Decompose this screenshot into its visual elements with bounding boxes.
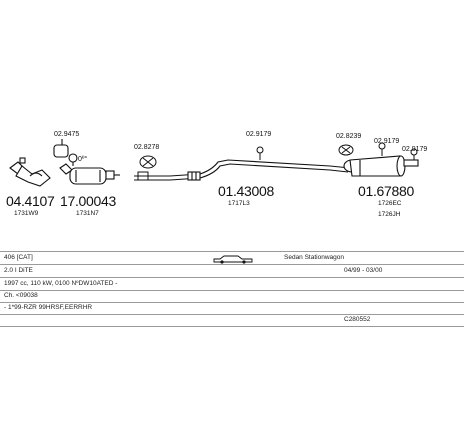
car-icon <box>213 255 253 264</box>
clamp-part-2 <box>338 144 354 156</box>
code-ring: 0º° <box>78 156 88 163</box>
hanger-part-2 <box>378 142 386 156</box>
table-divider <box>0 326 464 327</box>
rear-silencer-part <box>343 155 419 177</box>
table-divider <box>0 302 464 303</box>
chassis-number: Ch. <09038 <box>4 292 38 299</box>
part-number-2: 17.00043 <box>60 193 116 209</box>
code-gasket: 02.9475 <box>54 131 80 138</box>
vehicle-model: 406 [CAT] <box>4 254 33 261</box>
part-number-4: 01.67880 <box>358 183 414 199</box>
part-sub-4a: 1726EC <box>378 200 402 207</box>
hanger-part-3 <box>410 148 418 160</box>
table-divider <box>0 277 464 278</box>
engine-codes: - 1*99-RZR 99HRSF,EERRHR <box>4 304 93 311</box>
code-hanger-rear-1: 02.9179 <box>374 138 400 145</box>
part-sub-4b: 1726JH <box>378 211 401 218</box>
table-divider <box>0 314 464 315</box>
hanger-part <box>256 146 264 160</box>
catalyst-part <box>59 153 120 185</box>
code-hanger-mid: 02.9179 <box>246 131 272 138</box>
table-divider <box>0 251 464 252</box>
table-divider <box>0 264 464 265</box>
code-hanger-rear-2: 02.9179 <box>402 146 428 153</box>
code-clamp-rear: 02.8239 <box>336 133 362 140</box>
code-clamp: 02.8278 <box>134 144 160 151</box>
engine: 2.0 I DiTE <box>4 267 33 274</box>
part-sub-1: 1731W9 <box>14 210 39 217</box>
production-dates: 04/99 - 03/00 <box>344 267 383 274</box>
table-divider <box>0 290 464 291</box>
part-sub-2: 1731N7 <box>76 210 99 217</box>
part-number-1: 04.4107 <box>6 193 55 209</box>
catalog-code: C280552 <box>344 316 371 323</box>
part-sub-3: 1717L3 <box>228 200 250 207</box>
body-type: Sedan Stationwagon <box>284 254 344 261</box>
manifold-part <box>9 157 51 187</box>
middle-pipe-part <box>134 159 351 181</box>
engine-spec: 1997 cc, 110 kW, 0100 NºDW10ATED - <box>4 280 118 287</box>
gasket-part <box>53 139 69 158</box>
part-number-3: 01.43008 <box>218 183 274 199</box>
